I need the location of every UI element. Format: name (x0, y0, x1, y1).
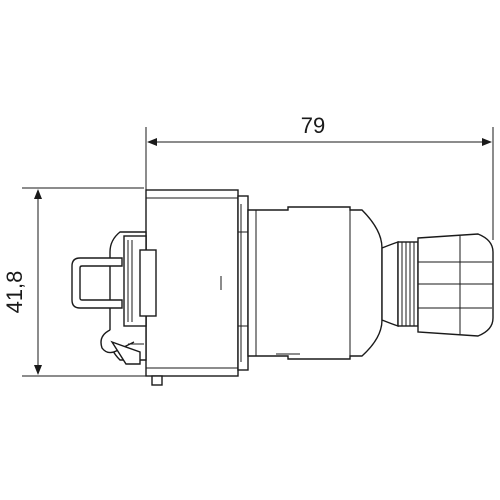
main-housing (145, 189, 249, 377)
gland-body (247, 206, 383, 360)
height-dimension-label: 41,8 (2, 271, 27, 314)
latch-assembly (71, 231, 157, 365)
cap-nut (417, 233, 494, 337)
bottom-pin (151, 375, 163, 386)
height-dimension: 41,8 (2, 187, 154, 377)
connector-drawing (71, 189, 494, 386)
threaded-neck (381, 241, 419, 327)
length-dimension-label: 79 (301, 113, 325, 138)
length-dimension: 79 (145, 113, 494, 240)
